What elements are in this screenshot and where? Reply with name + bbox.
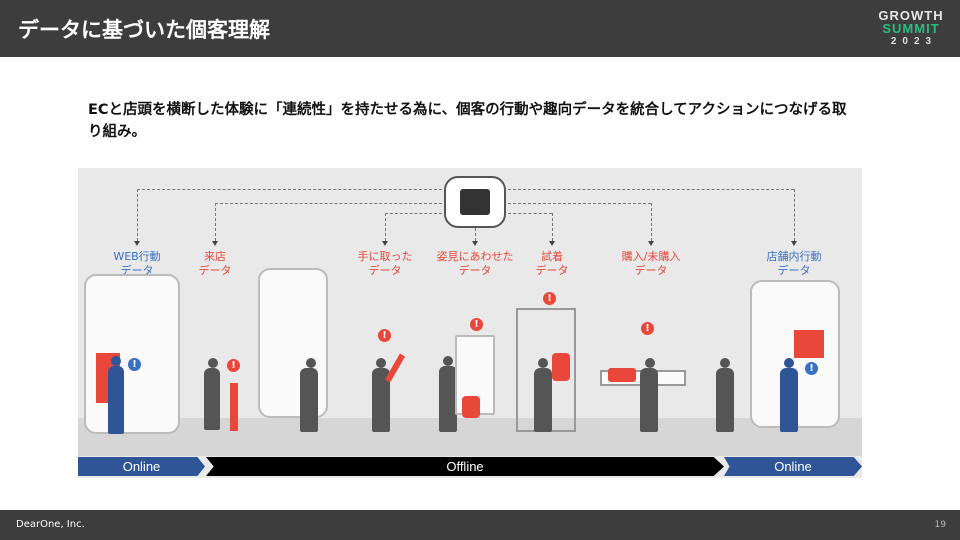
page-title: データに基づいた個客理解 [18,18,270,42]
connector-line [794,189,795,241]
alert-icon: ! [227,359,240,372]
person-visit [204,368,220,430]
lead-text: ECと店頭を横断した体験に「連続性」を持たせる為に、個客の行動や趣向データを統合… [88,102,847,140]
connector-line [508,203,651,204]
garment [384,353,406,383]
footer: DearOne, Inc. 19 [0,510,960,540]
connector-line [137,189,138,241]
connector-line [385,213,442,214]
person-purchase [640,368,658,432]
arrow-icon [549,241,555,246]
connector-line [215,203,216,241]
label-picked-up: 手に取ったデータ [357,250,413,277]
person-walking [300,368,318,432]
person-leaving [716,368,734,432]
data-platform-device-icon [444,176,506,228]
person-head [784,358,794,368]
label-fitting: 試着データ [535,250,569,277]
product-image [794,330,824,358]
label-mirror: 姿見にあわせたデータ [436,250,514,277]
alert-icon: ! [378,329,391,342]
person-head [645,358,655,368]
garment [552,353,570,381]
person-fitting [534,368,552,432]
page-number: 19 [934,520,946,530]
garment [462,396,480,418]
person-picking [372,368,390,432]
connector-line [651,203,652,241]
label-purchase: 購入/未購入データ [621,250,681,277]
arrow-icon [791,241,797,246]
arrow-icon [212,241,218,246]
alert-icon: ! [805,362,818,375]
label-in-store-behavior: 店舗内行動データ [766,250,822,277]
connector-line [215,203,442,204]
person-mirror [439,366,457,432]
connector-line [385,213,386,241]
offline-band: Offline [206,457,724,476]
alert-icon: ! [641,322,654,335]
person-in-store-app [780,368,798,432]
person-web [108,366,124,434]
header: データに基づいた個客理解 GROWTH SUMMIT 2023 [0,0,960,57]
person-head [306,358,316,368]
connector-line [475,228,476,241]
online-band-right: Online [724,457,862,476]
growth-summit-logo: GROWTH SUMMIT 2023 [878,8,944,47]
connector-line [137,189,442,190]
person-head [111,356,121,366]
arrow-icon [382,241,388,246]
connector-line [552,213,553,241]
arrow-icon [472,241,478,246]
person-head [443,356,453,366]
arrow-icon [648,241,654,246]
person-head [208,358,218,368]
connector-line [508,189,794,190]
person-head [720,358,730,368]
alert-icon: ! [128,358,141,371]
label-web-behavior: WEB行動データ [113,250,161,277]
customer-journey-diagram: WEB行動データ 来店データ 手に取ったデータ 姿見にあわせたデータ 試着データ… [78,168,862,478]
entrance-gate [230,383,238,431]
arrow-icon [134,241,140,246]
alert-icon: ! [470,318,483,331]
person-head [376,358,386,368]
alert-icon: ! [543,292,556,305]
floor [78,418,862,456]
label-store-visit: 来店データ [198,250,232,277]
company-name: DearOne, Inc. [16,519,85,530]
person-head [538,358,548,368]
connector-line [508,213,552,214]
online-band-left: Online [78,457,205,476]
garment [608,368,636,382]
